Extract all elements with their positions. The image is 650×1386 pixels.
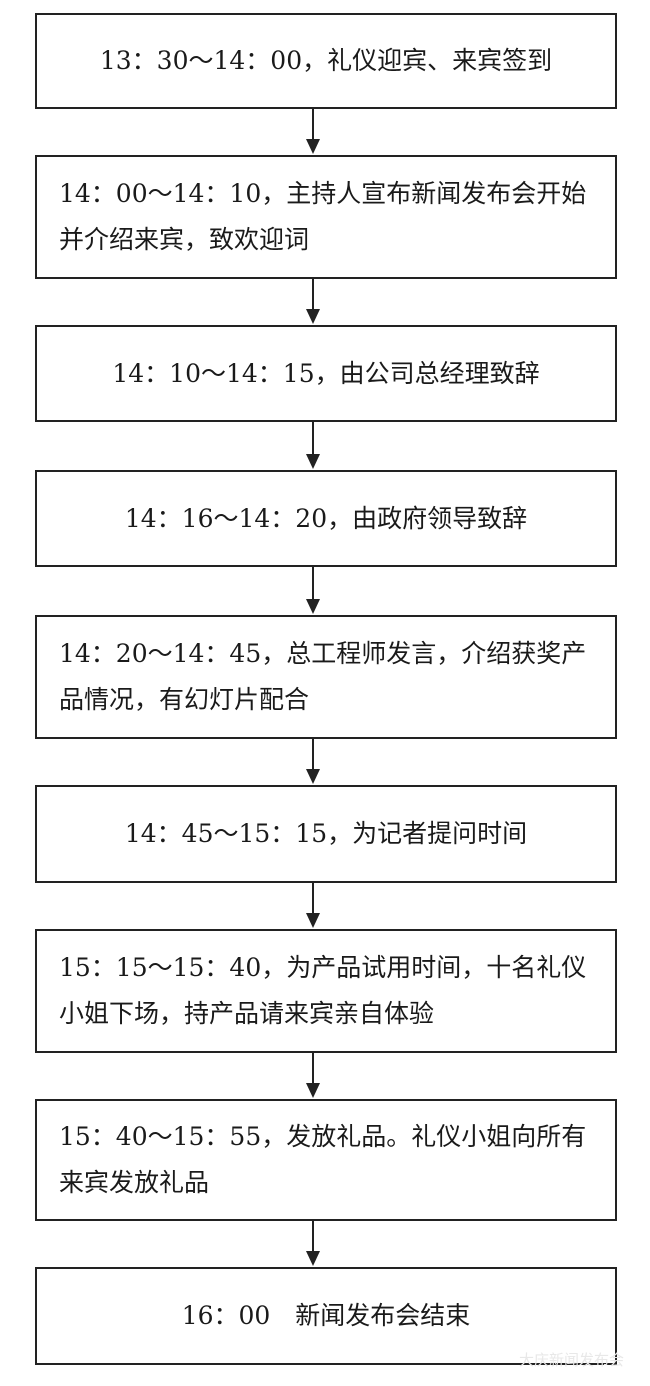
down-arrow-icon (301, 1221, 325, 1267)
step-box-2: 14：00～14：10，主持人宣布新闻发布会开始并介绍来宾，致欢迎词 (35, 155, 617, 279)
step-box-7: 15：15～15：40，为产品试用时间，十名礼仪小姐下场，持产品请来宾亲自体验 (35, 929, 617, 1053)
step-box-1: 13：30～14：00，礼仪迎宾、来宾签到 (35, 13, 617, 109)
step-box-8: 15：40～15：55，发放礼品。礼仪小姐向所有来宾发放礼品 (35, 1099, 617, 1221)
down-arrow-icon (301, 739, 325, 785)
step-label: 13：30～14：00，礼仪迎宾、来宾签到 (99, 46, 553, 75)
down-arrow-icon (301, 279, 325, 325)
step-label: 14：10～14：15，由公司总经理致辞 (112, 358, 540, 388)
step-label: 15：40～15：55，发放礼品。礼仪小姐向所有来宾发放礼品 (59, 1122, 587, 1197)
down-arrow-icon (301, 567, 325, 615)
step-label: 15：15～15：40，为产品试用时间，十名礼仪小姐下场，持产品请来宾亲自体验 (59, 953, 587, 1028)
step-box-6: 14：45～15：15，为记者提问时间 (35, 785, 617, 883)
step-label: 14：00～14：10，主持人宣布新闻发布会开始并介绍来宾，致欢迎词 (59, 179, 587, 254)
step-label: 16：00 新闻发布会结束 (181, 1301, 471, 1330)
down-arrow-icon (301, 422, 325, 470)
down-arrow-icon (301, 883, 325, 929)
step-label: 14：45～15：15，为记者提问时间 (124, 819, 528, 848)
down-arrow-icon (301, 109, 325, 155)
step-box-3: 14：10～14：15，由公司总经理致辞 (35, 325, 617, 422)
step-box-4: 14：16～14：20，由政府领导致辞 (35, 470, 617, 567)
step-label: 14：16～14：20，由政府领导致辞 (124, 503, 528, 533)
watermark: 大庆新闻发布会 (518, 1351, 624, 1369)
down-arrow-icon (301, 1053, 325, 1099)
step-box-9: 16：00 新闻发布会结束 (35, 1267, 617, 1365)
step-label: 14：20～14：45，总工程师发言，介绍获奖产品情况，有幻灯片配合 (59, 639, 587, 714)
step-box-5: 14：20～14：45，总工程师发言，介绍获奖产品情况，有幻灯片配合 (35, 615, 617, 739)
